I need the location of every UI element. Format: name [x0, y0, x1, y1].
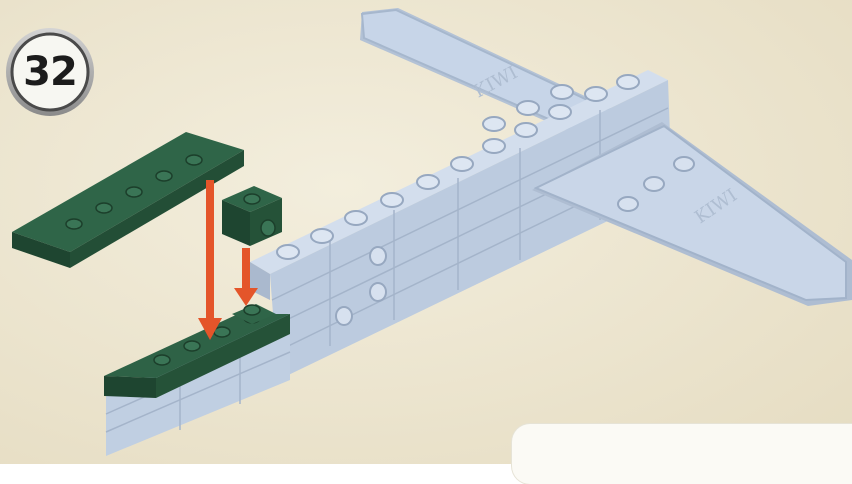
fuselage-stud	[549, 105, 571, 119]
fuselage-stud	[345, 211, 367, 225]
fuselage-stud	[381, 193, 403, 207]
fuselage-stud	[483, 139, 505, 153]
fuselage-stud	[417, 175, 439, 189]
fuselage-stud	[311, 229, 333, 243]
fuselage-stud	[277, 245, 299, 259]
fuselage-stud	[617, 75, 639, 89]
fuselage-stud	[515, 123, 537, 137]
fuselage-stud	[451, 157, 473, 171]
fuselage-stud	[517, 101, 539, 115]
fuselage-stud	[551, 85, 573, 99]
callout-panel	[512, 424, 852, 484]
build-illustration: KIWI KIWI	[0, 0, 852, 464]
step-number-badge-icon	[6, 28, 94, 116]
fuselage-stud	[585, 87, 607, 101]
fuselage-stud	[483, 117, 505, 131]
